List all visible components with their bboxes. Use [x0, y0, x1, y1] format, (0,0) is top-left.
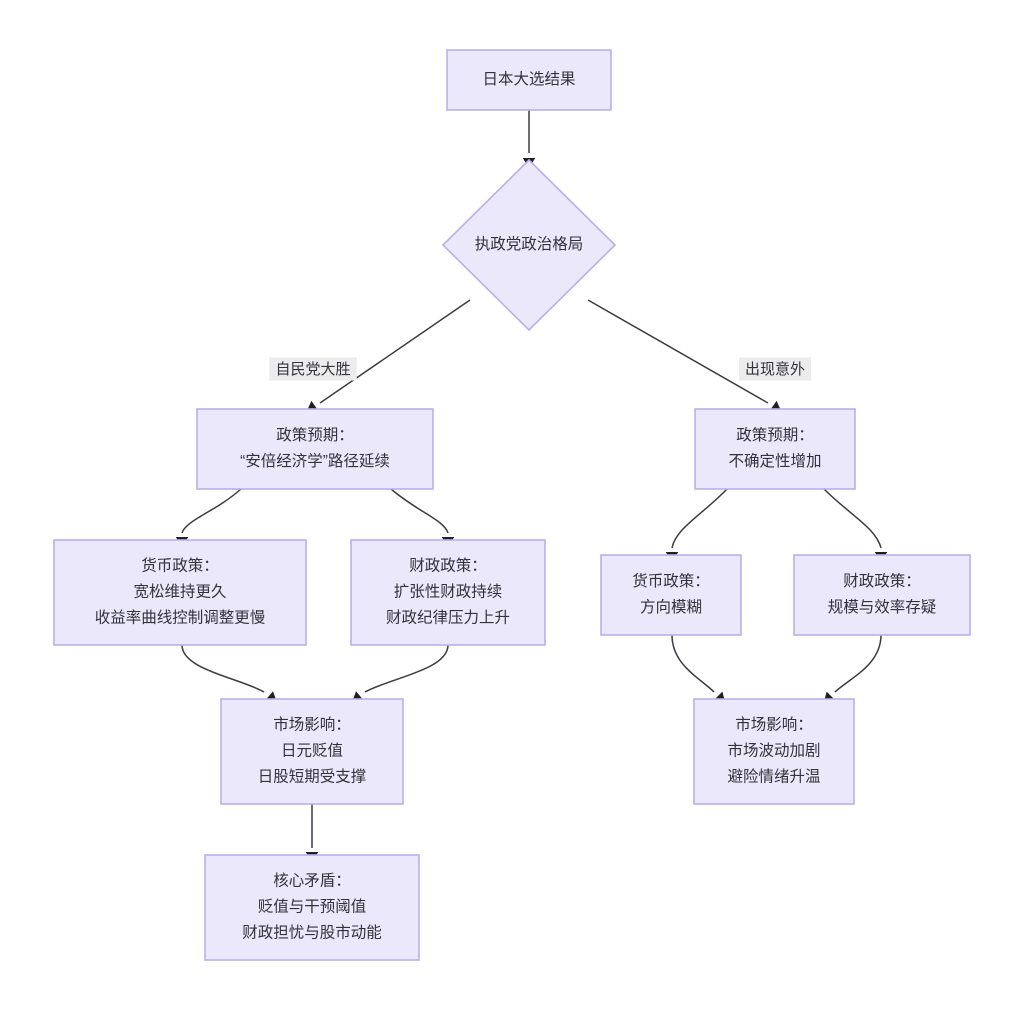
edge-ruling-policyldp: [319, 299, 471, 404]
node-monetary-ldp[interactable]: 货币政策： 宽松维持更久收益率曲线控制调整更慢: [53, 539, 307, 646]
node-shape-rect: [350, 539, 546, 646]
node-label-line: 货币政策：: [632, 572, 710, 590]
edge-fiscal-market: [364, 644, 449, 693]
node-label-line: “安倍经济学”路径延续: [240, 452, 390, 470]
node-label-line: 货币政策：: [141, 557, 219, 575]
node-shape-rect: [600, 554, 742, 636]
node-election[interactable]: 日本大选结果: [446, 49, 612, 111]
node-shape-rect: [446, 49, 612, 111]
node-monetary-surprise[interactable]: 货币政策： 方向模糊: [600, 554, 742, 636]
node-label-line: 财政纪律压力上升: [386, 609, 510, 627]
node-label-line: 市场影响：: [273, 716, 351, 734]
node-label-line: 执政党政治格局: [475, 235, 584, 253]
node-label-line: 日本大选结果: [482, 70, 575, 88]
node-label-election: 日本大选结果: [482, 70, 575, 88]
edge-policyldp-fiscal: [390, 488, 449, 534]
node-shape-rect: [694, 408, 856, 490]
node-label-line: 市场影响：: [735, 716, 813, 734]
node-label-monetary-ldp: 货币政策： 宽松维持更久收益率曲线控制调整更慢: [95, 557, 266, 627]
node-label-line: 宽松维持更久: [133, 583, 226, 601]
node-shape-rect: [693, 698, 855, 805]
edges-layer: [181, 110, 882, 848]
node-label-policy-surprise: 政策预期： 不确定性增加: [728, 426, 821, 470]
edge-policysurprise-fiscal: [823, 488, 882, 549]
node-label-line: 财政政策：: [409, 557, 487, 575]
node-label-line: 核心矛盾：: [273, 872, 351, 890]
node-policy-ldp[interactable]: 政策预期： “安倍经济学”路径延续: [196, 408, 434, 490]
node-label-line: 财政政策：: [843, 572, 921, 590]
edge-label-text: 自民党大胜: [275, 361, 350, 378]
node-shape-rect: [204, 854, 420, 961]
node-label-fiscal-ldp: 财政政策： 扩张性财政持续财政纪律压力上升: [386, 557, 510, 627]
node-ruling[interactable]: 执政党政治格局: [441, 158, 617, 332]
edge-policyldp-monetary: [181, 488, 242, 534]
node-shape-diamond: [441, 158, 617, 332]
node-label-line: 方向模糊: [640, 598, 702, 616]
edge-label-text: 出现意外: [745, 360, 805, 378]
edge-label-background: [269, 357, 357, 381]
edge-labels-layer: 自民党大胜 出现意外: [269, 357, 811, 381]
node-label-line: 贬值与干预阈值: [258, 898, 367, 916]
node-label-market-ldp: 市场影响： 日元贬值日股短期受支撑: [258, 716, 367, 786]
node-label-policy-ldp: 政策预期： “安倍经济学”路径延续: [240, 426, 390, 470]
node-label-line: 避险情绪升温: [727, 768, 820, 786]
node-label-core-conflict: 核心矛盾： 贬值与干预阈值财政担忧与股市动能: [242, 872, 382, 942]
node-label-line: 日元贬值: [281, 742, 343, 760]
node-fiscal-ldp[interactable]: 财政政策： 扩张性财政持续财政纪律压力上升: [350, 539, 546, 646]
node-market-ldp[interactable]: 市场影响： 日元贬值日股短期受支撑: [220, 698, 404, 805]
node-shape-rect: [196, 408, 434, 490]
node-policy-surprise[interactable]: 政策预期： 不确定性增加: [694, 408, 856, 490]
node-label-line: 不确定性增加: [728, 452, 821, 470]
node-label-line: 扩张性财政持续: [394, 583, 503, 601]
nodes-layer: 日本大选结果执政党政治格局政策预期：“安倍经济学”路径延续政策预期：不确定性增加…: [53, 49, 971, 961]
node-label-line: 政策预期：: [736, 426, 814, 444]
edge-monetary-market: [181, 644, 265, 693]
node-label-line: 日股短期受支撑: [258, 768, 367, 786]
edge-fsurprise-market: [834, 634, 882, 693]
node-shape-rect: [220, 698, 404, 805]
node-label-line: 规模与效率存疑: [828, 598, 937, 616]
node-shape-rect: [793, 554, 971, 636]
edge-msurprise-market: [671, 634, 715, 693]
edge-label-background: [739, 357, 811, 381]
node-label-ruling: 执政党政治格局: [475, 235, 584, 253]
edge-ruling-policysurprise: [587, 299, 769, 404]
node-label-line: 政策预期：: [276, 426, 354, 444]
node-fiscal-surprise[interactable]: 财政政策： 规模与效率存疑: [793, 554, 971, 636]
node-shape-rect: [53, 539, 307, 646]
label-ldp-win: 自民党大胜: [269, 357, 357, 381]
node-label-line: 财政担忧与股市动能: [242, 924, 382, 942]
node-label-monetary-surprise: 货币政策： 方向模糊: [632, 572, 710, 616]
node-core-conflict[interactable]: 核心矛盾： 贬值与干预阈值财政担忧与股市动能: [204, 854, 420, 961]
node-label-market-surprise: 市场影响： 市场波动加剧避险情绪升温: [727, 716, 820, 786]
edge-policysurprise-monetary: [671, 488, 728, 549]
node-market-surprise[interactable]: 市场影响： 市场波动加剧避险情绪升温: [693, 698, 855, 805]
node-label-line: 收益率曲线控制调整更慢: [95, 609, 266, 627]
node-label-fiscal-surprise: 财政政策： 规模与效率存疑: [828, 572, 937, 616]
node-label-line: 市场波动加剧: [727, 742, 820, 760]
label-surprise: 出现意外: [739, 357, 811, 381]
